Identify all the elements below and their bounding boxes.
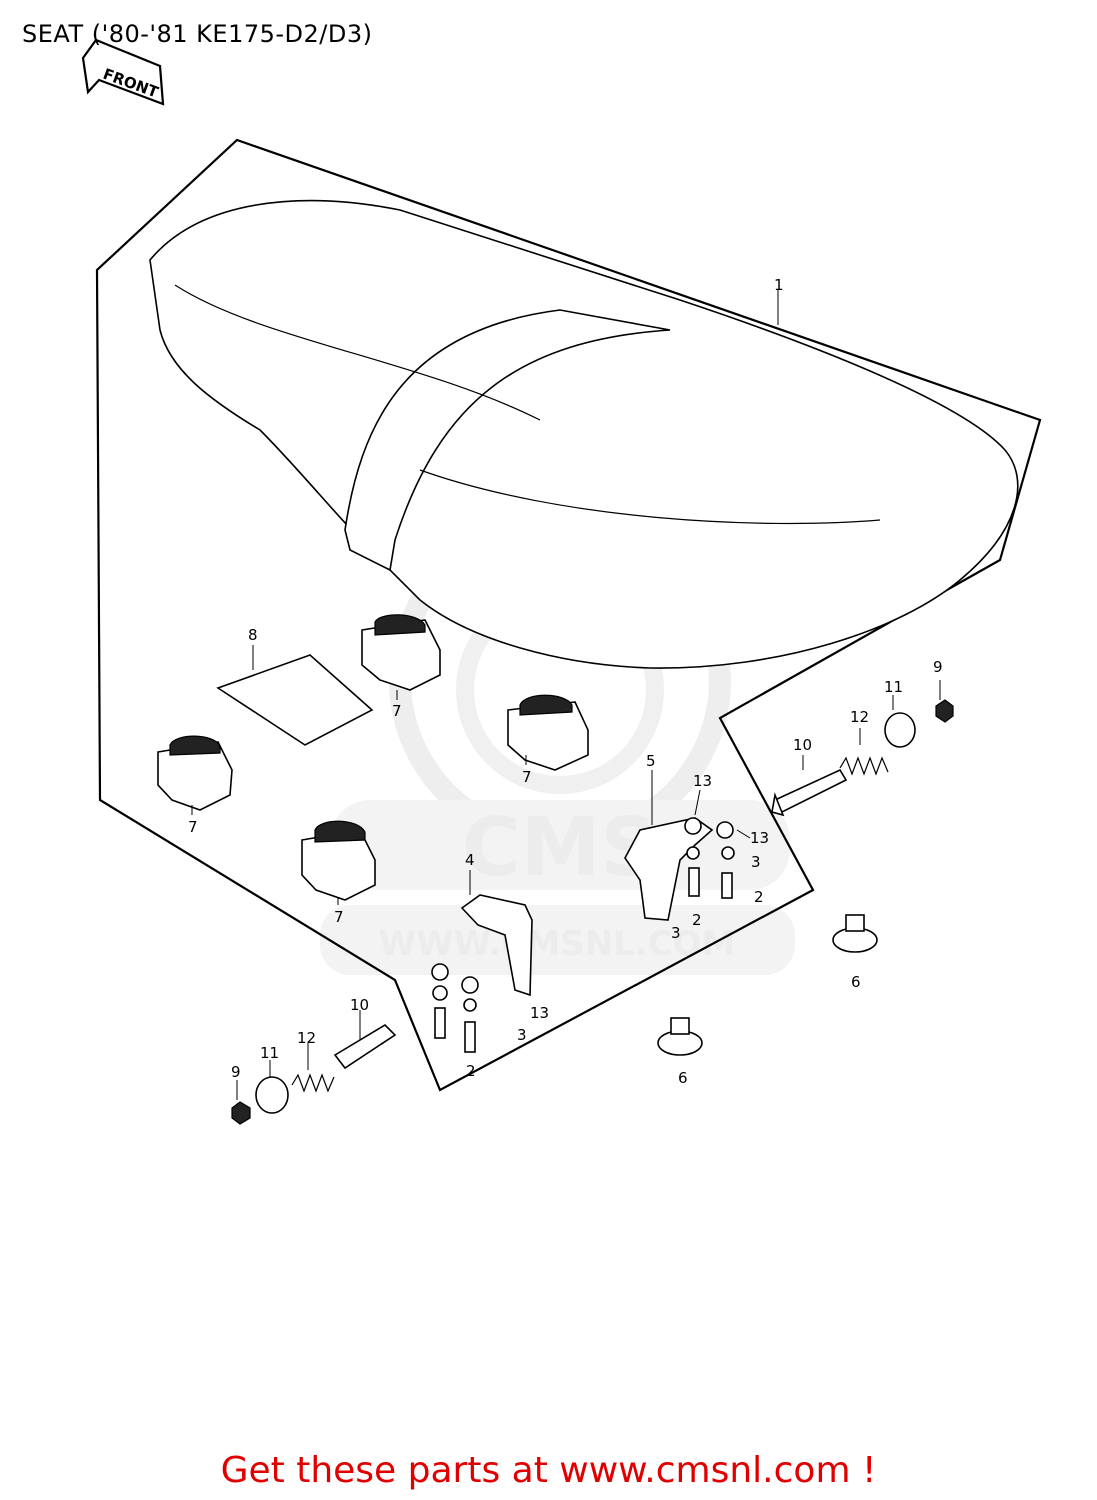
front-direction-arrow: FRONT	[81, 38, 165, 106]
damper-7-front	[301, 820, 376, 901]
seat-part-1	[149, 199, 1019, 669]
assembly-outline	[95, 138, 1042, 1092]
callout-8: 8	[248, 626, 258, 644]
bracket-part-4	[460, 894, 533, 997]
watermark-url-plate	[320, 905, 795, 975]
callout-7-left: 7	[188, 818, 198, 836]
seat-seam	[174, 284, 541, 421]
damper-7-top	[361, 614, 441, 691]
callout-2-right: 2	[754, 888, 764, 906]
seat-body	[149, 199, 1019, 669]
footer-cta[interactable]: Get these parts at www.cmsnl.com !	[220, 1450, 877, 1491]
pin-10-left	[333, 1023, 397, 1070]
nut-9-right	[935, 699, 954, 723]
damper-7-middle	[507, 694, 589, 771]
left-fasteners	[431, 963, 479, 1053]
callout-5: 5	[646, 752, 656, 770]
bushing-11-left	[255, 1076, 289, 1114]
spring-12-right	[839, 756, 889, 776]
callout-11-left: 11	[260, 1044, 279, 1062]
callout-3-center: 3	[671, 924, 681, 942]
callout-12-right: 12	[850, 708, 869, 726]
callout-6-left: 6	[678, 1069, 688, 1087]
callout-2-left: 2	[466, 1062, 476, 1080]
callout-9-left: 9	[231, 1063, 241, 1081]
callout-13-top: 13	[693, 772, 712, 790]
callout-3-left: 3	[517, 1026, 527, 1044]
callout-12-left: 12	[297, 1029, 316, 1047]
leader-lines	[191, 290, 941, 1100]
left-pin-assembly	[231, 1023, 397, 1125]
callout-2-center: 2	[692, 911, 702, 929]
callout-9-right: 9	[933, 658, 943, 676]
callout-13-left: 13	[530, 1004, 549, 1022]
callout-7-top: 7	[392, 702, 402, 720]
callout-7-middle: 7	[522, 768, 532, 786]
pin-10-right	[773, 768, 848, 814]
callout-10-right: 10	[793, 736, 812, 754]
diagram-title: SEAT ('80-'81 KE175-D2/D3)	[22, 20, 373, 48]
callout-4: 4	[465, 851, 475, 869]
front-arrow-shape	[81, 38, 165, 106]
front-arrow-label: FRONT	[101, 65, 162, 102]
right-fasteners	[684, 817, 735, 899]
grommet-6-left	[657, 1017, 703, 1056]
bushing-11-right	[884, 712, 916, 748]
seat-seam-rear	[419, 469, 881, 525]
callout-11-right: 11	[884, 678, 903, 696]
callout-13-right: 13	[750, 829, 769, 847]
grommet-6-right	[832, 914, 878, 953]
spring-12-left	[291, 1073, 335, 1093]
right-pin-assembly	[771, 699, 954, 817]
part-callouts: 1 8 7 7 7 7 5 13 13 3 2 2 3 9 11 12 10 6…	[188, 276, 943, 1087]
callout-7-front: 7	[334, 908, 344, 926]
callout-6-right: 6	[851, 973, 861, 991]
watermark-url: WWW.CMSNL.COM	[379, 924, 736, 964]
watermark-brand: CMS	[462, 801, 658, 894]
callout-1: 1	[774, 276, 784, 294]
pad-part-8	[216, 654, 374, 746]
damper-7-left	[157, 735, 233, 811]
nut-9-left	[231, 1101, 251, 1125]
callout-3-right: 3	[751, 853, 761, 871]
callout-10-left: 10	[350, 996, 369, 1014]
